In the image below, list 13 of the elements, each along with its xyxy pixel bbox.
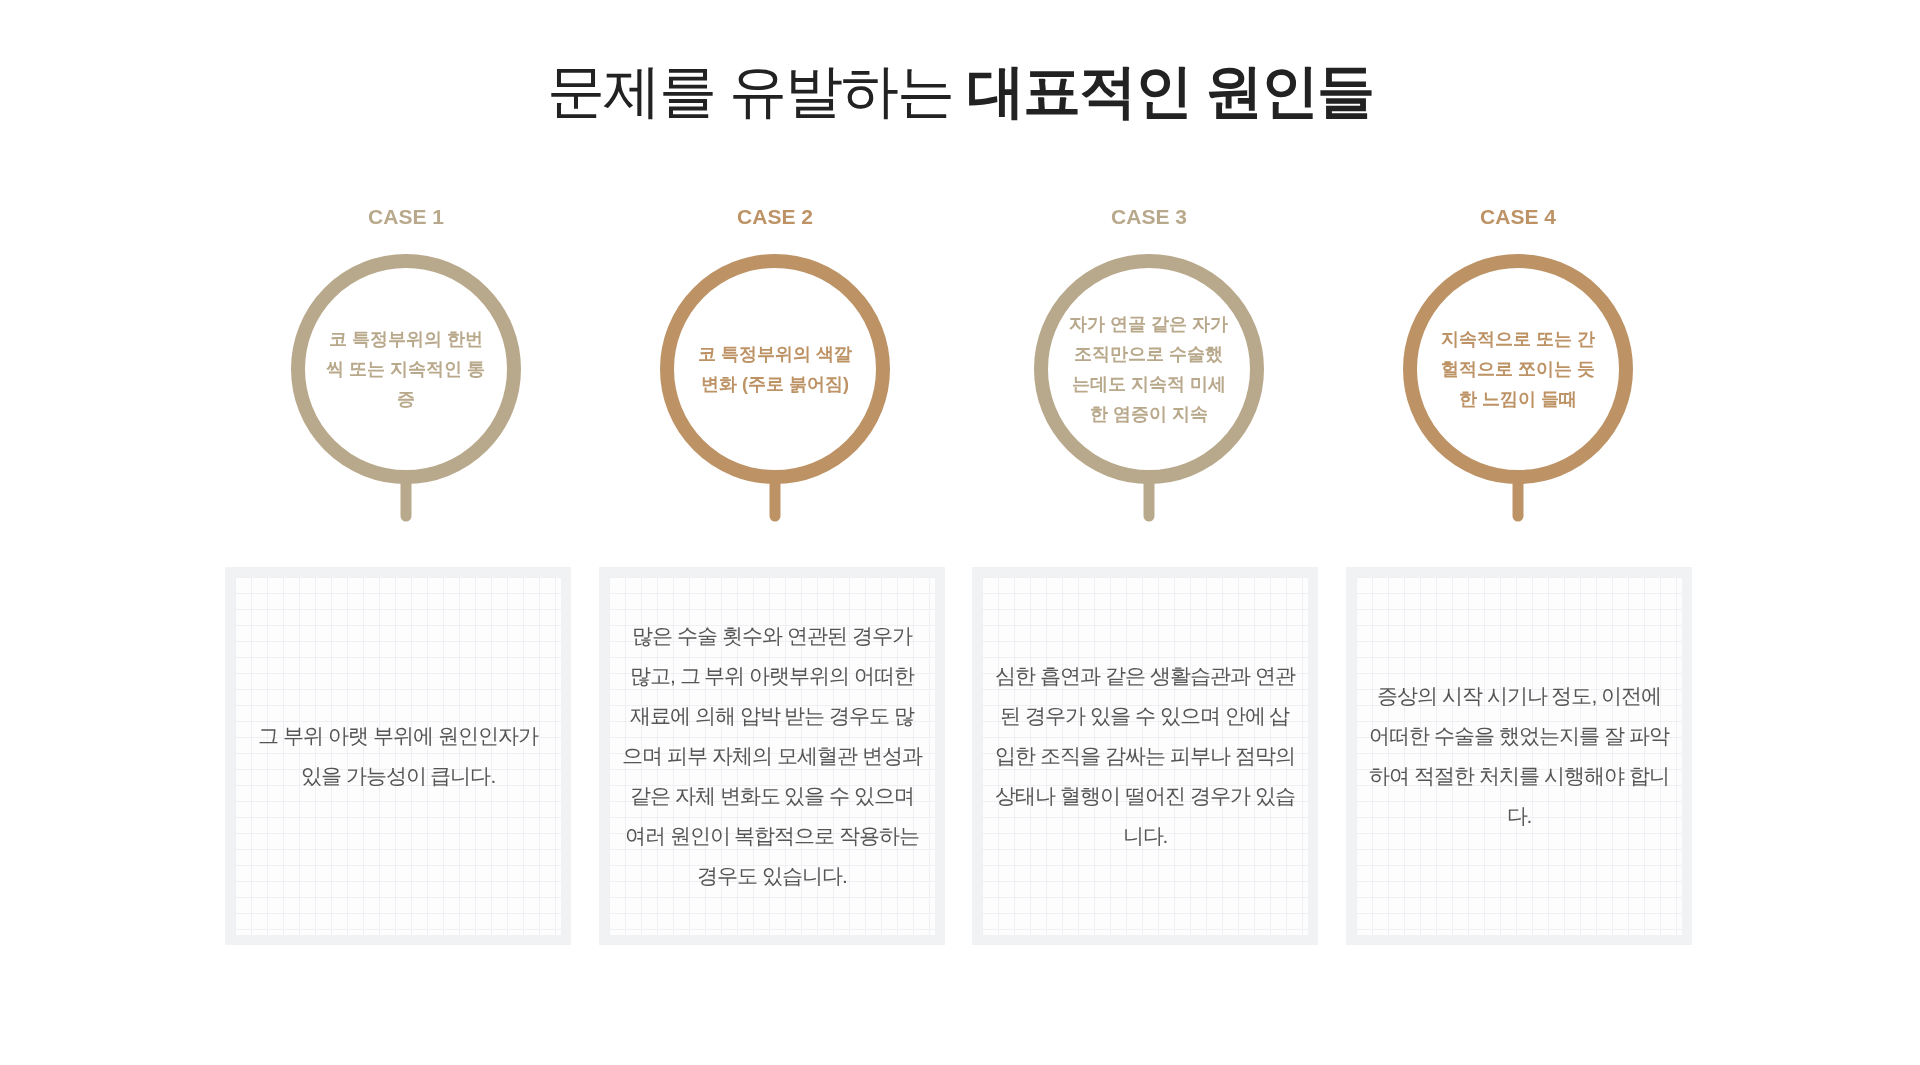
circle-text: 코 특정부위의 한번씩 또는 지속적인 통증 [326,328,486,411]
title: 문제를 유발하는 대표적인 원인들 [545,57,1375,125]
card-text: 그 부위 아랫 부위에 원인인자가 있을 가능성이 큽니다. [257,723,540,789]
case-heading: CASE 2 [736,204,814,230]
circle-text: 자가 연골 같은 자가 조직만으로 수술했는데도 지속적 미세한 염증이 지속 [1069,313,1229,426]
case-heading: CASE 1 [367,204,445,230]
case-heading: CASE 3 [1110,204,1188,230]
case-heading: CASE 4 [1479,204,1557,230]
circle-text: 코 특정부위의 색깔변화 (주로 붉어짐) [697,343,853,396]
card-text: 증상의 시작 시기나 정도, 이전에 어떠한 수술을 했었는지를 잘 파악하여 적절한 처치를 시행해야 합니다. [1369,683,1669,829]
card-text: 많은 수술 횟수와 연관된 경우가 많고, 그 부위 아랫부위의 어떠한 재료에 의해 압박 받는 경우도 많으며 피부 자체의 모세혈관 변성과 같은 자체 변화도 있을 수 있으며 여러 원인이 복합적으로 작용하는 경우도 있습니다. [622,623,922,889]
circle-text: 지속적으로 또는 간헐적으로 쪼이는 듯한 느낌이 들때 [1440,328,1596,411]
card-text: 심한 흡연과 같은 생활습관과 연관된 경우가 있을 수 있으며 안에 삽입한 조직을 감싸는 피부나 점막의 상태나 혈행이 떨어진 경우가 있습니다. [995,663,1295,849]
